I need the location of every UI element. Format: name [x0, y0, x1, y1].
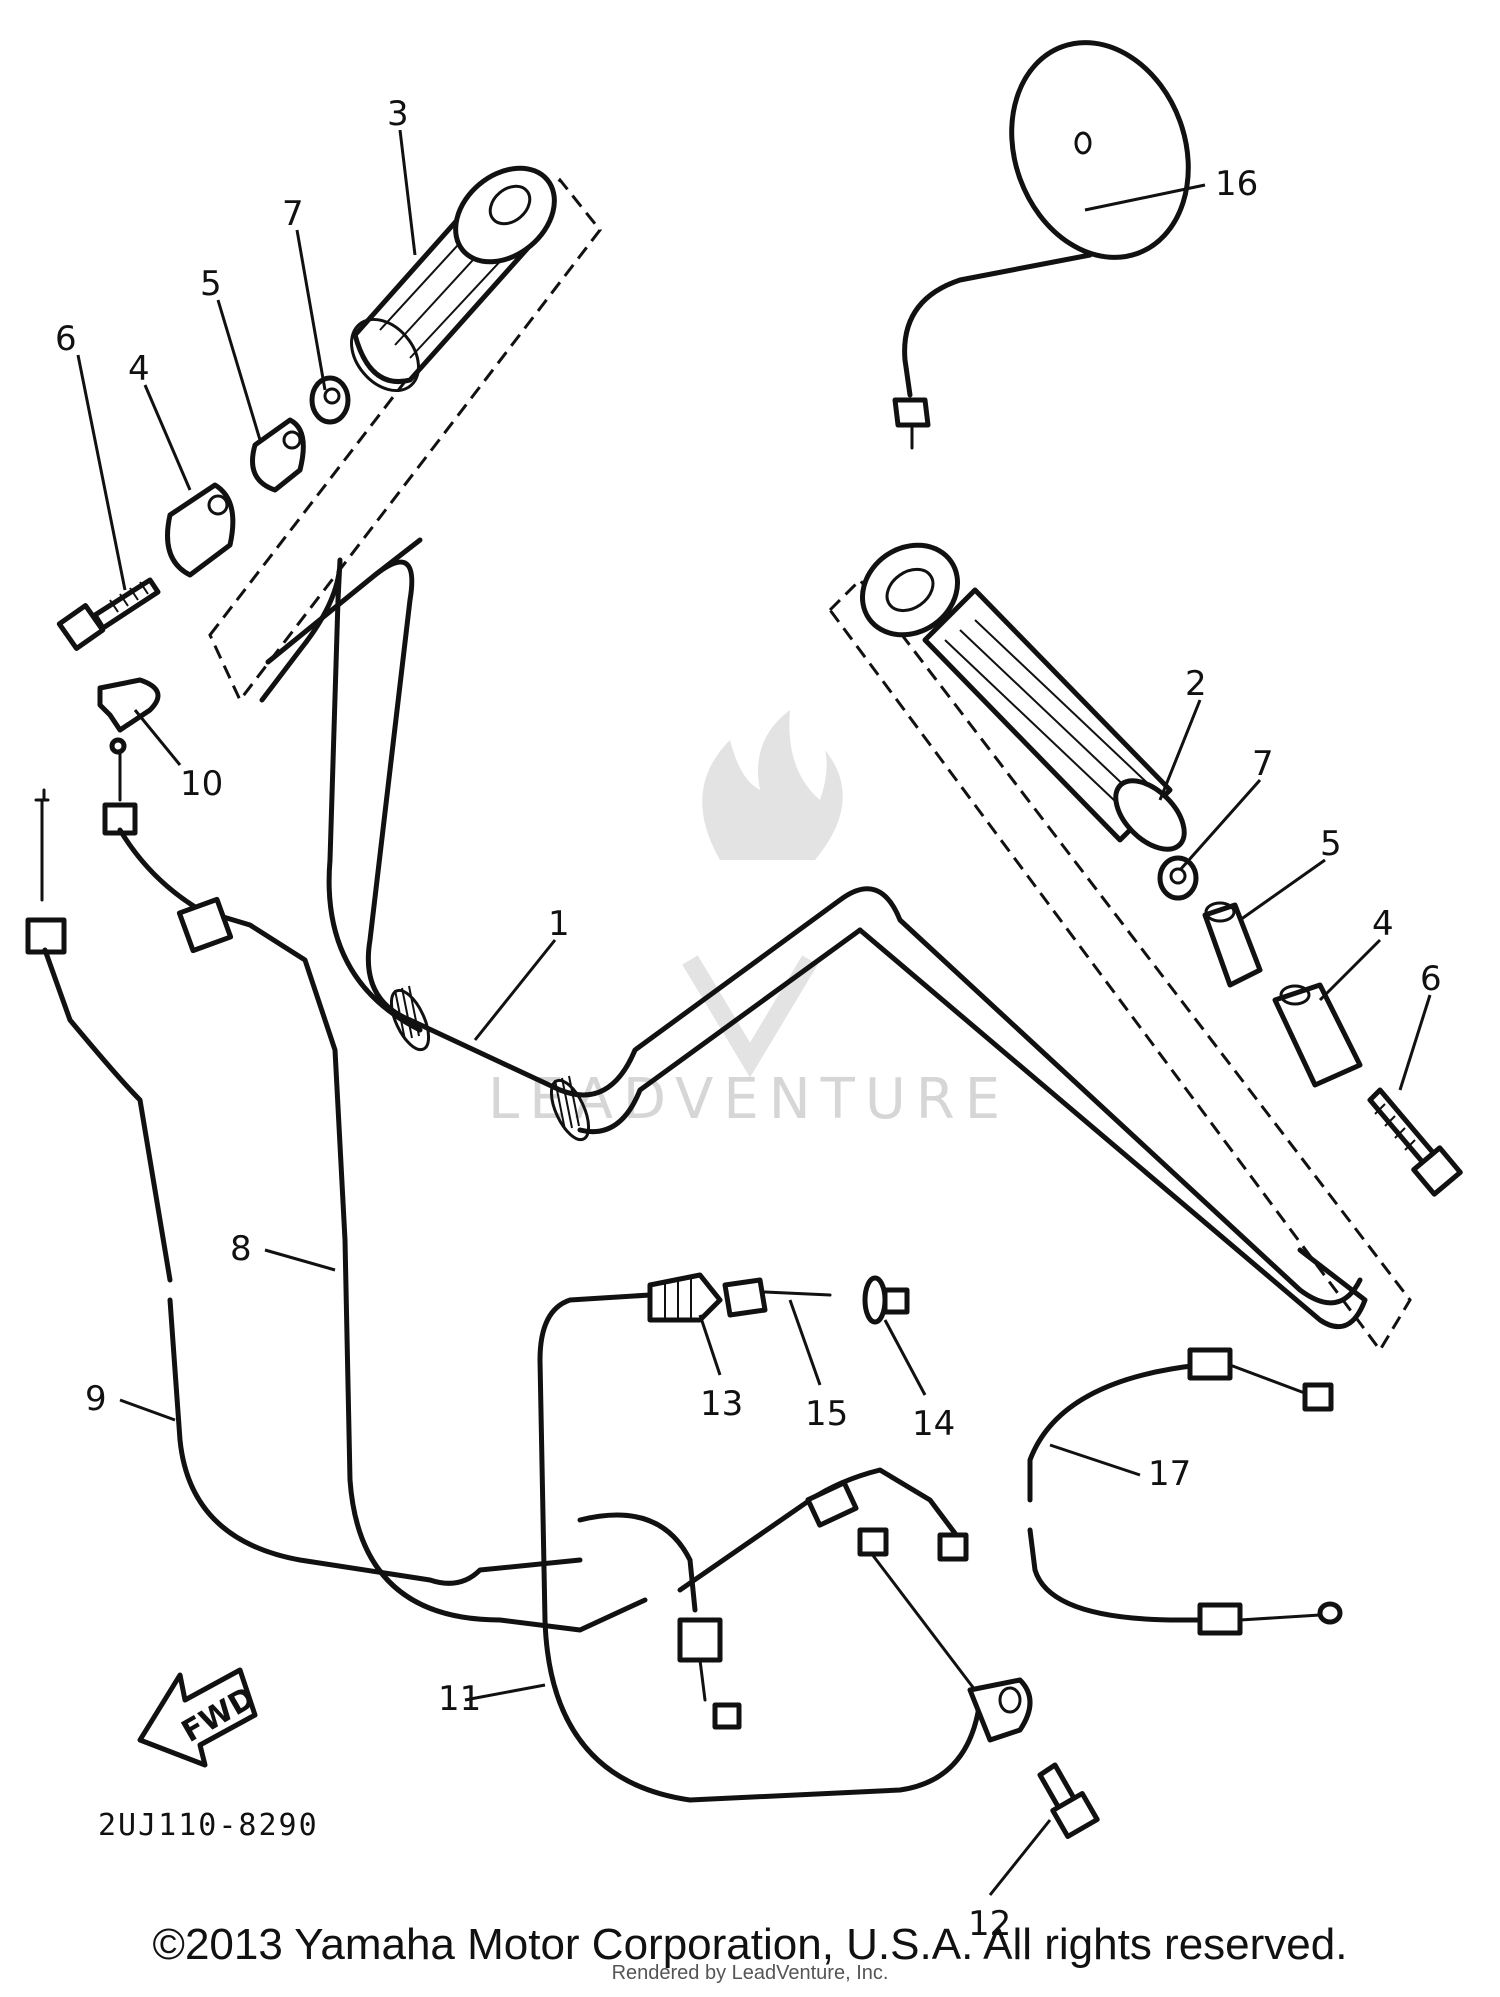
grip-left — [350, 165, 557, 393]
fwd-arrow: FWD — [137, 1667, 261, 1768]
adjuster — [647, 1272, 723, 1323]
callout-collar-left: 5 — [200, 264, 222, 304]
callout-cable-9: 9 — [85, 1379, 107, 1419]
cable-17 — [1027, 1347, 1343, 1636]
callouts: 3 7 5 4 6 10 1 2 7 5 4 6 8 9 11 13 15 14… — [55, 94, 1442, 1944]
callout-adjuster-bolt: 15 — [805, 1394, 848, 1434]
cable-11 — [537, 1292, 1033, 1803]
callout-bolt-right: 6 — [1420, 959, 1442, 999]
screw — [1037, 1762, 1100, 1839]
end-weight-right — [1272, 982, 1363, 1088]
cable-9 — [25, 788, 583, 1586]
callout-cable-8: 8 — [230, 1229, 252, 1269]
clamp — [97, 677, 161, 733]
locknut — [862, 1275, 910, 1325]
callout-end-weight-left: 4 — [128, 349, 150, 389]
cable-8 — [102, 737, 648, 1633]
callout-clamp: 10 — [180, 764, 223, 804]
callout-locknut: 14 — [912, 1404, 955, 1444]
grip-right — [859, 542, 1187, 852]
bolt-right — [1367, 1087, 1463, 1197]
part-code: 2UJ110-8290 — [98, 1808, 319, 1843]
nut-left — [309, 375, 351, 425]
callout-end-weight-right: 4 — [1372, 904, 1394, 944]
bolt-left — [56, 577, 161, 651]
callout-bolt-left: 6 — [55, 319, 77, 359]
mirror — [892, 40, 1191, 450]
callout-nut-right: 7 — [1252, 744, 1274, 784]
handlebar — [259, 537, 1368, 1330]
copyright-notice: ©2013 Yamaha Motor Corporation, U.S.A. A… — [152, 1920, 1348, 1969]
callout-cable-17: 17 — [1148, 1454, 1191, 1494]
adjuster-bolt — [722, 1277, 832, 1318]
collar-left — [250, 417, 306, 493]
rendered-by-notice: Rendered by LeadVenture, Inc. — [611, 1962, 889, 1984]
collar-right — [1202, 901, 1263, 988]
callout-adjuster: 13 — [700, 1384, 743, 1424]
callout-handlebar: 1 — [548, 904, 570, 944]
callout-cable-11: 11 — [438, 1679, 481, 1719]
leader-lines — [76, 129, 1432, 1896]
end-weight-left — [165, 482, 236, 578]
callout-screw: 12 — [968, 1904, 1011, 1944]
callout-grip-right: 2 — [1185, 664, 1207, 704]
callout-grip-left: 3 — [387, 94, 409, 134]
callout-collar-right: 5 — [1320, 824, 1342, 864]
callout-nut-left: 7 — [282, 194, 304, 234]
callout-mirror: 16 — [1215, 164, 1258, 204]
nut-right — [1157, 855, 1199, 901]
